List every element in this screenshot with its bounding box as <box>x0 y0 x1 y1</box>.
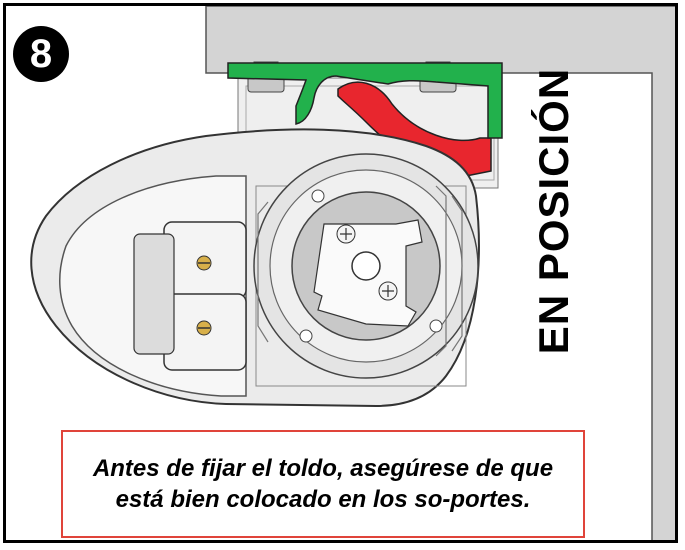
rotor-assembly <box>253 153 479 379</box>
clamp-assembly <box>133 221 247 371</box>
wall-profile <box>205 6 675 540</box>
instruction-note: Antes de fijar el toldo, asegúrese de qu… <box>61 430 585 538</box>
instruction-note-text: Antes de fijar el toldo, asegúrese de qu… <box>92 455 554 513</box>
red-bracket <box>337 81 492 177</box>
step-number: 8 <box>29 31 53 76</box>
side-title-text: EN POSICIÓN <box>530 67 578 355</box>
step-panel: 8 EN POSICIÓN Antes de fijar el toldo, a… <box>3 3 678 543</box>
step-number-badge: 8 <box>13 26 69 82</box>
green-rail <box>227 62 503 139</box>
awning-bracket-illustration <box>30 6 675 540</box>
side-title: EN POSICIÓN <box>524 46 584 376</box>
